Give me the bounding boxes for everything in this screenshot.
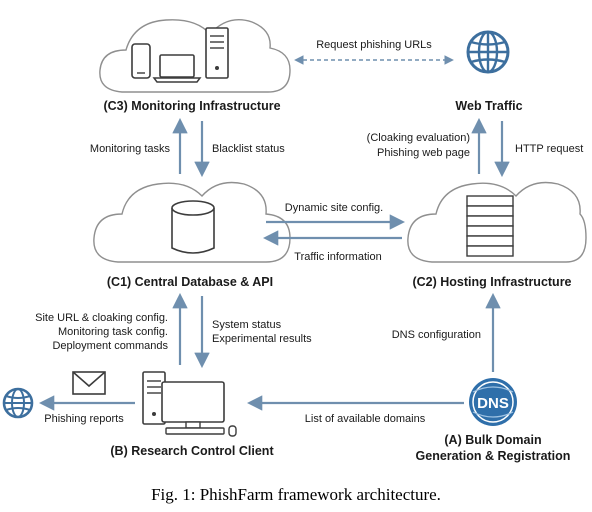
- cloaking-eval-label: (Cloaking evaluation): [367, 132, 470, 144]
- figure-caption: Fig. 1: PhishFarm framework architecture…: [151, 485, 441, 504]
- envelope-icon: [72, 371, 106, 395]
- phishing-page-label: Phishing web page: [377, 147, 470, 159]
- dns-config-label: DNS configuration: [392, 329, 481, 341]
- monitoring-task-config-label: Monitoring task config.: [58, 326, 168, 338]
- laptop-icon: [152, 54, 202, 83]
- dns-badge-label: DNS: [477, 395, 509, 412]
- monitoring-tasks-label: Monitoring tasks: [90, 143, 171, 155]
- domain-list-label: List of available domains: [305, 413, 426, 425]
- traffic-info-label: Traffic information: [294, 251, 381, 263]
- server-rack-icon: [466, 195, 514, 257]
- a-label-line2: Generation & Registration: [416, 449, 571, 463]
- phishing-reports-label: Phishing reports: [44, 413, 124, 425]
- dynamic-config-label: Dynamic site config.: [285, 202, 383, 214]
- blacklist-status-label: Blacklist status: [212, 143, 285, 155]
- c1-label: (C1) Central Database & API: [107, 275, 273, 289]
- database-icon: [171, 200, 215, 254]
- system-status-label: System status: [212, 319, 282, 331]
- request-phishing-label: Request phishing URLs: [316, 39, 432, 51]
- c2-label: (C2) Hosting Infrastructure: [412, 275, 571, 289]
- server-tower-icon: [205, 27, 229, 79]
- globe-icon: [2, 387, 34, 419]
- smartphone-icon: [131, 43, 151, 79]
- deploy-commands-label: Deployment commands: [52, 340, 168, 352]
- dns-badge-icon: DNS: [469, 378, 517, 426]
- b-label: (B) Research Control Client: [110, 444, 274, 458]
- experimental-results-label: Experimental results: [212, 333, 312, 345]
- a-label-line1: (A) Bulk Domain: [444, 433, 541, 447]
- globe-icon: [466, 30, 510, 74]
- site-url-label: Site URL & cloaking config.: [35, 312, 168, 324]
- desktop-computer-icon: [142, 371, 237, 437]
- web-traffic-label: Web Traffic: [455, 99, 522, 113]
- c3-label: (C3) Monitoring Infrastructure: [103, 99, 280, 113]
- http-request-label: HTTP request: [515, 143, 583, 155]
